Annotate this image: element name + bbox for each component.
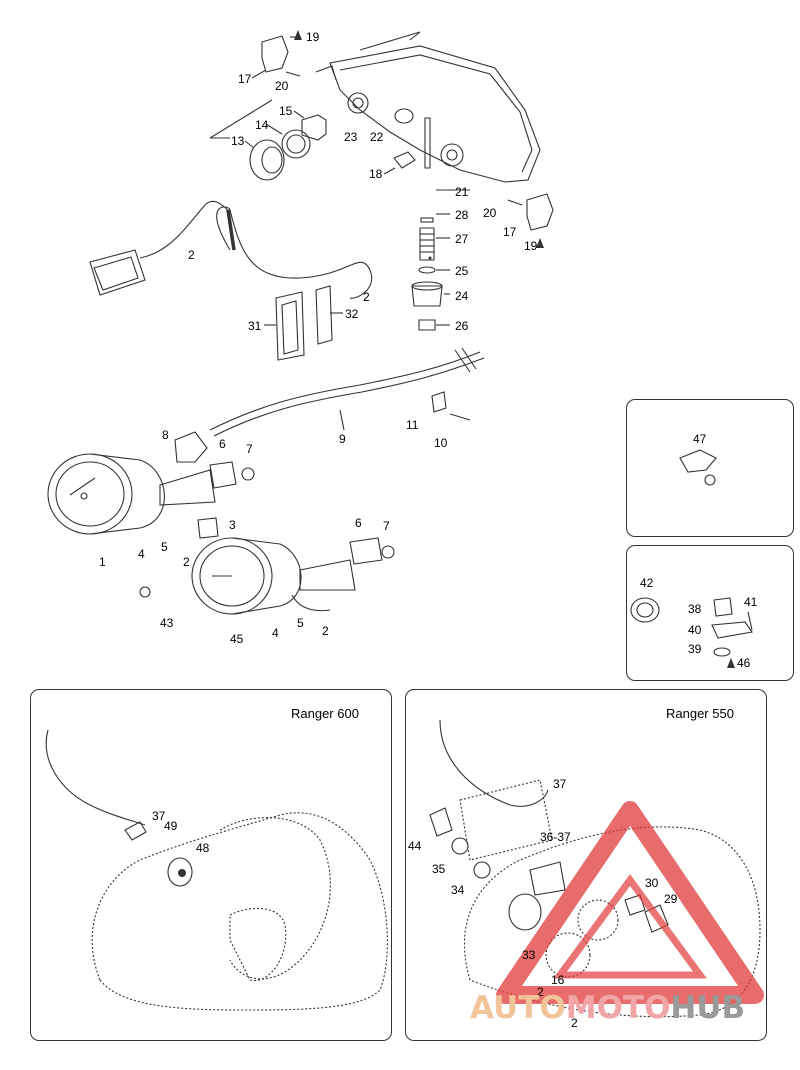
panel-title-ranger-550: Ranger 550 <box>666 706 734 721</box>
callout: 20 <box>483 206 497 220</box>
watermark-triangle <box>496 801 764 1004</box>
callout: 7 <box>383 519 390 533</box>
callout: 21 <box>455 185 469 199</box>
callout: 2 <box>322 624 329 638</box>
callout: 14 <box>255 118 269 132</box>
watermark-part-hub: HUB <box>670 990 746 1026</box>
callout: 25 <box>455 264 469 278</box>
watermark-part-moto: MOTO <box>565 990 671 1026</box>
callout-inset: 46 <box>737 656 751 670</box>
callout-inset: 41 <box>744 595 758 609</box>
inset-panel-switch <box>626 545 794 681</box>
callout-ranger550: 34 <box>451 883 465 897</box>
callout: 2 <box>363 290 370 304</box>
callout: 3 <box>229 518 236 532</box>
callout: 15 <box>279 104 293 118</box>
callout: 20 <box>275 79 289 93</box>
callout: 8 <box>162 428 169 442</box>
callout: 18 <box>369 167 383 181</box>
callout-ranger550: 37 <box>553 777 567 791</box>
callout-inset: 40 <box>688 623 702 637</box>
callout: 43 <box>160 616 174 630</box>
callout-ranger550: 44 <box>408 839 422 853</box>
callout: 28 <box>455 208 469 222</box>
callout: 26 <box>455 319 469 333</box>
callout-ranger550: 16 <box>551 973 565 987</box>
callout: 17 <box>238 72 252 86</box>
callout-ranger550: 2 <box>537 985 544 999</box>
callout: 6 <box>355 516 362 530</box>
callout: 4 <box>138 547 145 561</box>
callout-ranger550: 30 <box>645 876 659 890</box>
callout: 5 <box>161 540 168 554</box>
callout-inset: 47 <box>693 432 707 446</box>
callout: 11 <box>406 418 419 432</box>
clamp-top <box>261 35 289 73</box>
callout: 9 <box>339 432 346 446</box>
callout: 2 <box>183 555 190 569</box>
callout: 32 <box>345 307 359 321</box>
callout-ranger550: 35 <box>432 862 446 876</box>
callout: 24 <box>455 289 469 303</box>
inset-panel-key <box>626 399 794 537</box>
callout-ranger550: 33 <box>522 948 536 962</box>
callout-ranger600: 48 <box>196 841 210 855</box>
watermark-text: AUTOMOTOHUB <box>470 990 745 1026</box>
callout: 10 <box>434 436 448 450</box>
callout-ranger600: 49 <box>164 819 178 833</box>
callout-inset: 39 <box>688 642 702 656</box>
callout-ranger550: 36-37 <box>540 830 571 844</box>
callout-inset: 38 <box>688 602 702 616</box>
watermark-part-auto: AUTO <box>470 990 566 1026</box>
callout-ranger550: 2 <box>571 1016 578 1030</box>
callout-ranger600: 37 <box>152 809 166 823</box>
callout: 19 <box>306 30 320 44</box>
callout: 2 <box>188 248 195 262</box>
callout: 22 <box>370 130 384 144</box>
clamp-right <box>526 193 554 231</box>
panel-ranger-600: Ranger 600 <box>30 689 392 1041</box>
callout: 1 <box>99 555 106 569</box>
tail-light-housing <box>315 31 541 183</box>
panel-title-ranger-600: Ranger 600 <box>291 706 359 721</box>
callout: 27 <box>455 232 469 246</box>
panel-ranger-550: Ranger 550 <box>405 689 767 1041</box>
callout: 19 <box>524 239 538 253</box>
callout: 31 <box>248 319 262 333</box>
callout: 23 <box>344 130 358 144</box>
callout: 5 <box>297 616 304 630</box>
callout: 13 <box>231 134 245 148</box>
callout: 4 <box>272 626 279 640</box>
callout-ranger550: 29 <box>664 892 678 906</box>
callout: 17 <box>503 225 517 239</box>
callout: 6 <box>219 437 226 451</box>
callout: 45 <box>230 632 244 646</box>
callout: 7 <box>246 442 253 456</box>
callout-inset: 42 <box>640 576 654 590</box>
